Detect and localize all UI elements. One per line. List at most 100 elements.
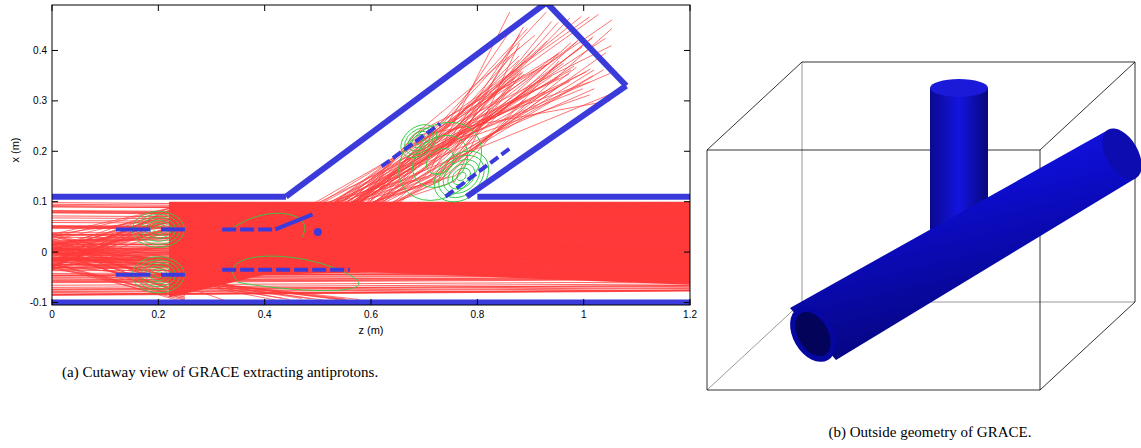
plot-frame xyxy=(52,5,690,305)
potential-contour xyxy=(227,213,304,237)
tick-mark xyxy=(52,151,58,152)
electrode-wall xyxy=(116,273,151,277)
tick-mark xyxy=(264,5,265,11)
trajectory xyxy=(52,259,690,261)
electrode-wall xyxy=(275,214,312,229)
tick-label: 1.2 xyxy=(683,309,697,320)
trajectory xyxy=(301,53,606,237)
tick-label: 0.4 xyxy=(33,45,47,56)
tick-mark xyxy=(477,299,478,305)
trajectory xyxy=(281,17,590,255)
tick-mark xyxy=(52,299,53,305)
tick-mark xyxy=(477,5,478,11)
trajectory xyxy=(52,263,690,264)
trajectory xyxy=(52,253,690,254)
trajectory xyxy=(52,203,690,208)
trajectory xyxy=(338,76,593,213)
trajectory xyxy=(52,256,690,258)
trajectory xyxy=(52,259,690,261)
tick-label: 0.2 xyxy=(33,146,47,157)
tick-mark xyxy=(158,5,159,11)
tick-mark xyxy=(52,100,58,101)
tick-mark xyxy=(52,252,58,253)
trajectory xyxy=(52,240,690,241)
axis-frame xyxy=(52,5,690,305)
trajectory xyxy=(52,227,690,229)
tick-mark xyxy=(371,299,372,305)
electrode-wall xyxy=(52,299,690,305)
potential-contour xyxy=(437,153,487,201)
tick-mark xyxy=(684,201,690,202)
trajectory xyxy=(52,290,690,294)
electrode-wall xyxy=(477,194,690,200)
tick-label: 0 xyxy=(41,247,47,258)
electrode-wall xyxy=(52,194,286,200)
electrode-wall xyxy=(161,227,185,231)
trajectory xyxy=(52,259,690,261)
trajectory xyxy=(52,251,690,252)
trajectory xyxy=(52,249,690,250)
figure-caption: (b) Outside geometry of GRACE. xyxy=(829,424,1032,441)
tick-label: 1 xyxy=(581,309,587,320)
potential-contour xyxy=(233,256,359,290)
trajectory xyxy=(295,82,590,246)
tick-mark xyxy=(684,252,690,253)
axis-title: x (m) xyxy=(10,137,22,162)
trajectory xyxy=(158,277,310,298)
tick-mark xyxy=(684,100,690,101)
tick-mark xyxy=(583,5,584,11)
potential-contour xyxy=(383,106,497,217)
trajectory xyxy=(158,277,359,299)
tick-label: 0.1 xyxy=(33,196,47,207)
trajectory xyxy=(52,275,690,278)
potential-contour xyxy=(402,125,478,199)
tick-label: 0.6 xyxy=(364,309,378,320)
trajectory xyxy=(52,259,690,261)
tick-label: 0 xyxy=(49,309,55,320)
trajectory xyxy=(330,74,524,234)
trajectory xyxy=(52,266,690,268)
trajectory xyxy=(282,38,592,237)
tick-mark xyxy=(52,201,58,202)
electrode-wall xyxy=(467,86,627,197)
trajectory xyxy=(158,277,348,300)
tick-mark xyxy=(264,299,265,305)
tick-mark xyxy=(158,299,159,305)
tick-label: 0.3 xyxy=(33,95,47,106)
trajectory xyxy=(52,285,690,289)
electrode-wall xyxy=(382,124,440,167)
trajectory xyxy=(52,248,690,249)
trajectory xyxy=(52,248,690,249)
trajectory xyxy=(52,228,690,230)
trajectory xyxy=(158,277,286,302)
tick-mark xyxy=(52,302,58,303)
trajectory xyxy=(316,89,583,227)
trajectory xyxy=(52,235,690,237)
tick-mark xyxy=(371,5,372,11)
electrode-wall xyxy=(222,227,275,231)
trajectory xyxy=(296,14,598,236)
trajectory xyxy=(52,226,690,229)
electrode-wall xyxy=(161,273,185,277)
trajectory xyxy=(308,20,613,224)
trajectory xyxy=(52,254,690,255)
potential-contour xyxy=(424,141,498,213)
tick-label: 0.2 xyxy=(151,309,165,320)
potential-contour xyxy=(421,143,459,180)
electrode-post xyxy=(314,228,322,236)
trajectory xyxy=(300,101,610,250)
trajectory xyxy=(52,267,690,269)
tick-mark xyxy=(690,299,691,305)
electrode-wall xyxy=(116,227,151,231)
tick-mark xyxy=(684,302,690,303)
figure-caption: (a) Cutaway view of GRACE extracting ant… xyxy=(62,364,378,381)
tick-mark xyxy=(690,5,691,11)
tick-label: 0.8 xyxy=(470,309,484,320)
tick-mark xyxy=(583,299,584,305)
trajectory xyxy=(52,244,690,246)
tick-label: -0.1 xyxy=(30,297,47,308)
tick-label: 0.4 xyxy=(258,309,272,320)
axis-title: z (m) xyxy=(358,324,383,336)
tick-mark xyxy=(52,50,58,51)
